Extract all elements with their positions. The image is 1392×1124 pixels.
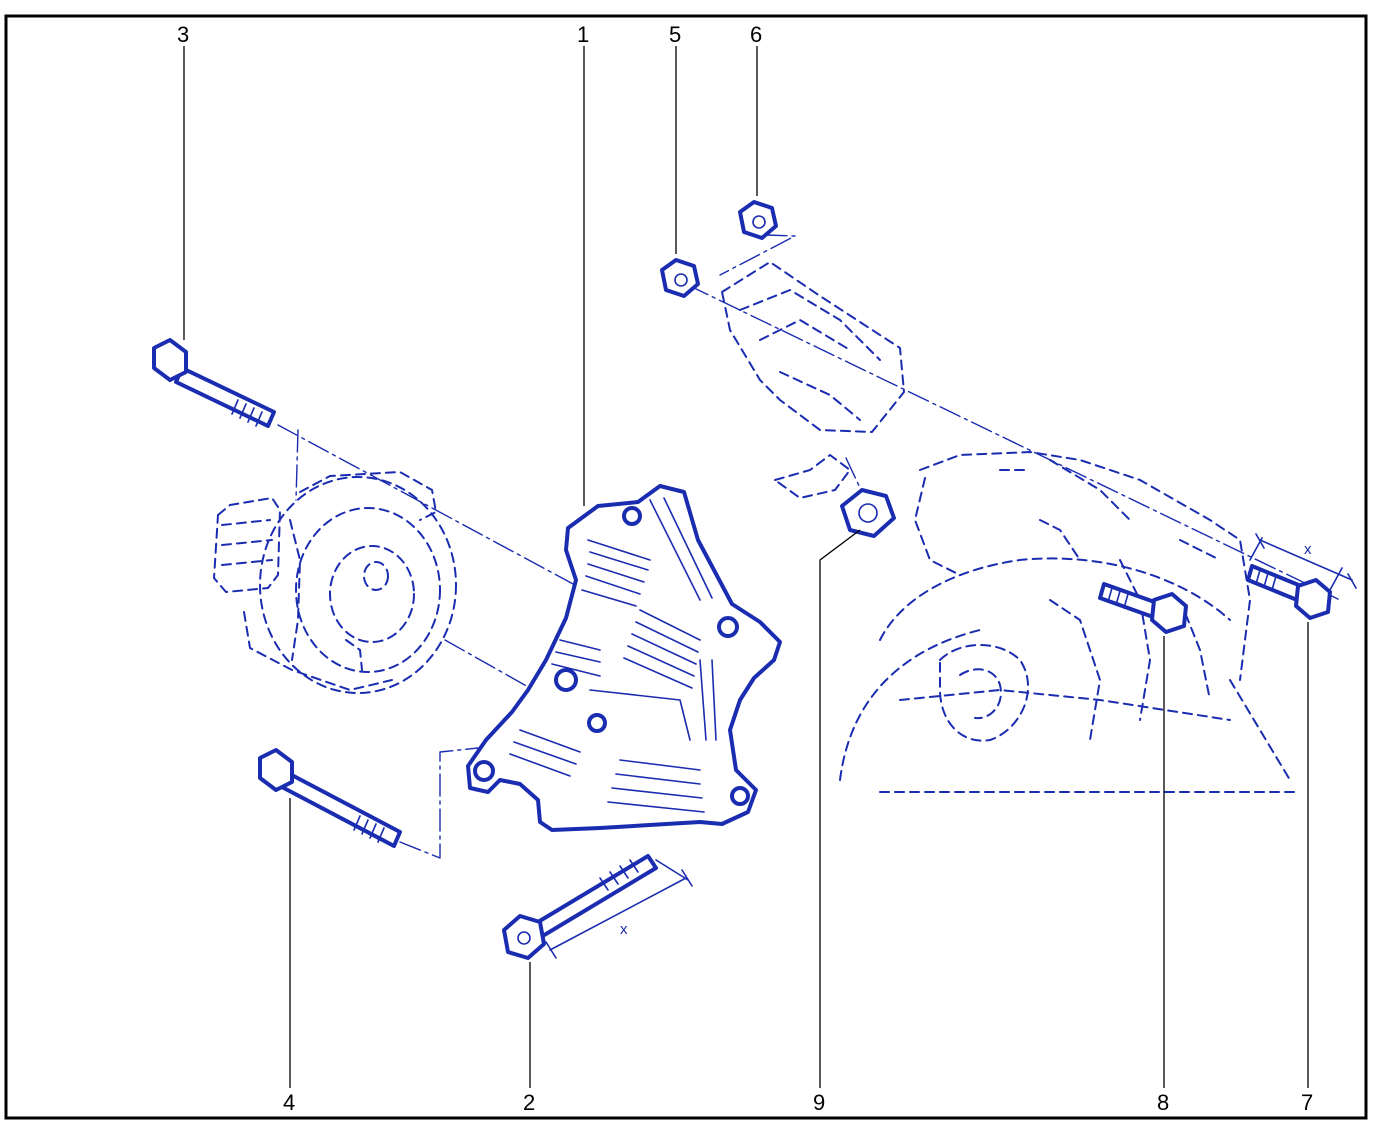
callout-4: 4: [283, 1090, 295, 1115]
alternator-phantom: [213, 471, 457, 694]
bolt-3: [152, 338, 276, 428]
leader-lines: [183, 46, 1309, 1088]
bolt-7: [1246, 564, 1332, 620]
alternator-bracket: [466, 484, 782, 832]
callout-6: 6: [750, 22, 762, 47]
dimension-bolt-7: x: [1249, 533, 1357, 591]
callout-3: 3: [177, 22, 189, 47]
callout-8: 8: [1157, 1090, 1169, 1115]
callout-labels: 3 1 5 6 4 2 9 8 7: [177, 22, 1313, 1115]
nut-6: [738, 200, 778, 240]
callout-1: 1: [577, 22, 589, 47]
nut-5: [660, 258, 700, 298]
dimension-bolt-2: x: [545, 859, 693, 959]
callout-9: 9: [813, 1090, 825, 1115]
bolt-8: [1098, 582, 1188, 634]
engine-block-phantom: [721, 261, 1301, 793]
nut-9: [840, 488, 896, 538]
assembly-centerlines: [277, 234, 1341, 859]
bolt-4: [258, 748, 402, 848]
bolt-2: [502, 854, 658, 960]
callout-2: 2: [523, 1090, 535, 1115]
callout-5: 5: [669, 22, 681, 47]
dimension-label-bolt-2: x: [620, 921, 628, 938]
callout-7: 7: [1301, 1090, 1313, 1115]
dimension-label-bolt-7: x: [1304, 541, 1312, 558]
leader-9: [819, 529, 861, 1088]
